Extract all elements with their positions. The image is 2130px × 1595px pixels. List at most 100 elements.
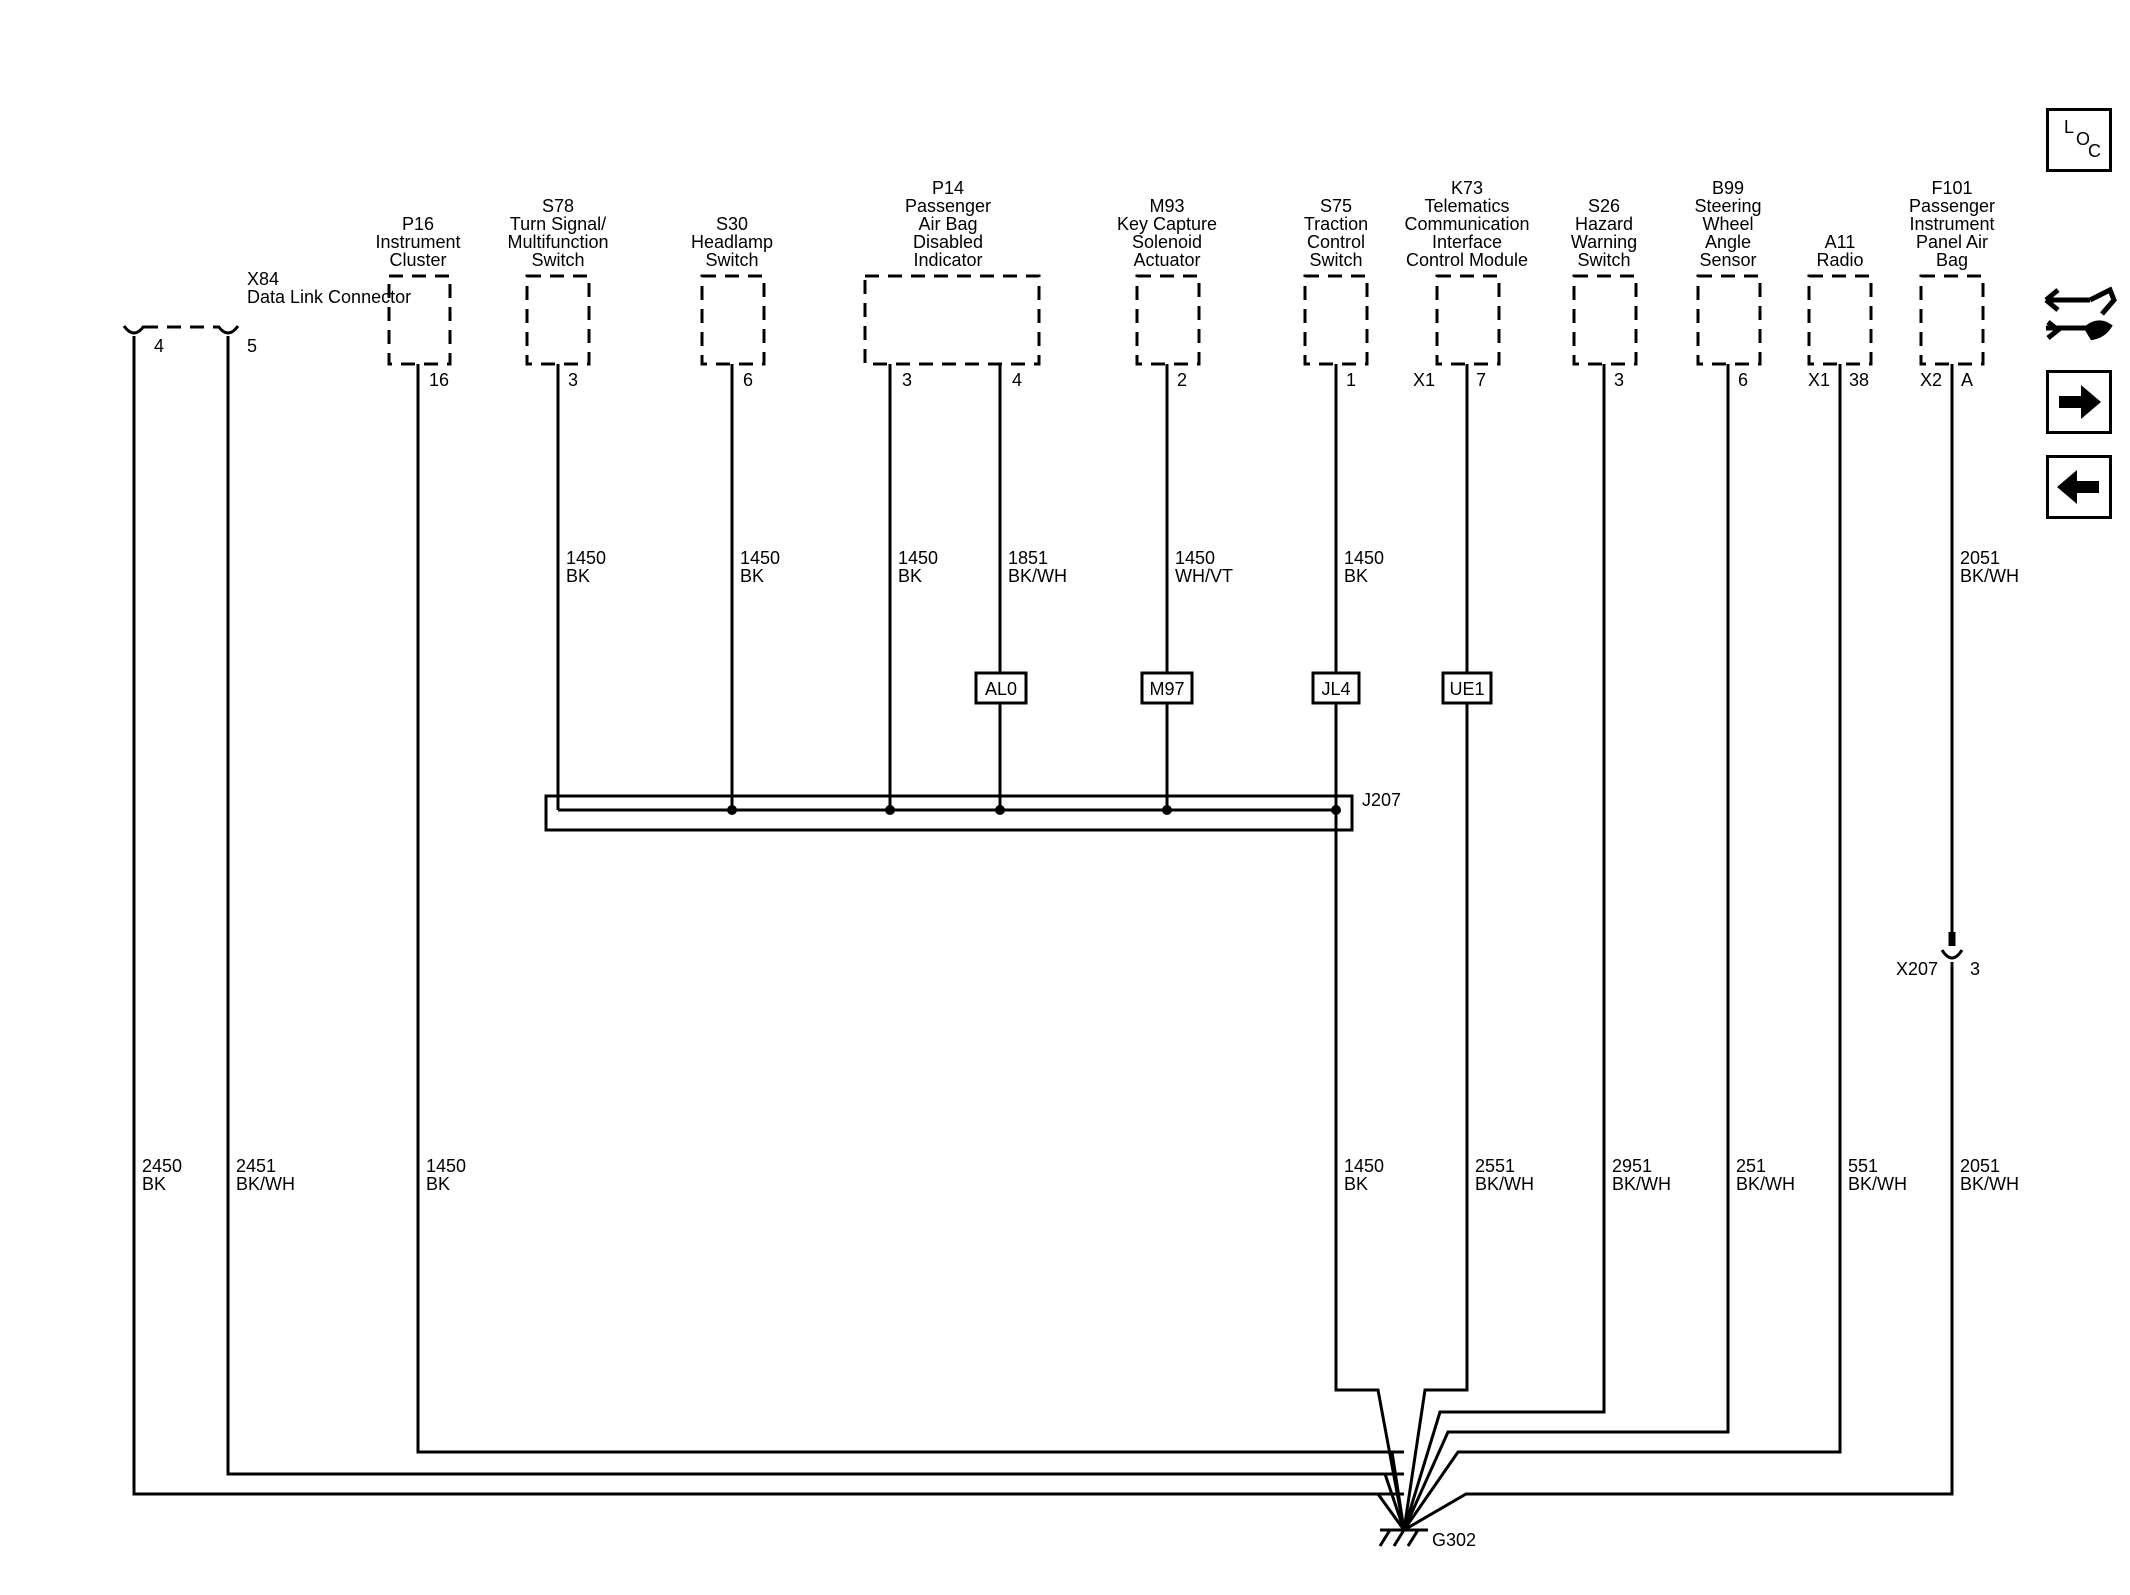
- component-name-line: Steering: [1694, 196, 1761, 216]
- pin-label: X2: [1920, 370, 1942, 390]
- component-name-line: Panel Air: [1916, 232, 1988, 252]
- connector-cup: [122, 325, 146, 335]
- pin-labels: 16 3 6 3 4 2 1 X1 7 3 6 X1 38 X2 A: [429, 370, 1973, 390]
- wire-color: BK: [566, 566, 590, 586]
- component-name-line: Hazard: [1575, 214, 1633, 234]
- wire-color: BK: [426, 1174, 450, 1194]
- connector-label: X207: [1896, 959, 1938, 979]
- component-name-line: Wheel: [1702, 214, 1753, 234]
- wire-labels-lower: 2450 BK 2451 BK/WH 1450 BK 1450 BK 2551 …: [142, 1156, 2019, 1194]
- pin-label: 3: [1614, 370, 1624, 390]
- wire-circuit: 2450: [142, 1156, 182, 1176]
- wire-circuit: 1450: [566, 548, 606, 568]
- splice-box: [544, 794, 1354, 832]
- component-f101[interactable]: F101 Passenger Instrument Panel Air Bag: [1909, 178, 1995, 366]
- component-name-line: Passenger: [1909, 196, 1995, 216]
- component-name-line: Communication: [1404, 214, 1529, 234]
- arrow-right-icon: [2059, 385, 2101, 419]
- component-s75[interactable]: S75 Traction Control Switch: [1303, 196, 1369, 366]
- pin-label: 6: [1738, 370, 1748, 390]
- component-name-line: Key Capture: [1117, 214, 1217, 234]
- component-id: P16: [402, 214, 434, 234]
- component-box: [387, 274, 452, 366]
- component-p16[interactable]: P16 Instrument Cluster: [375, 214, 461, 366]
- component-id: S75: [1320, 196, 1352, 216]
- pin-label: 6: [743, 370, 753, 390]
- inline-connector-x207[interactable]: X207 3: [1896, 932, 1980, 979]
- option-box: [1311, 671, 1361, 705]
- wire-circuit: 2451: [236, 1156, 276, 1176]
- connector-cup: [216, 325, 240, 335]
- component-name-line: Indicator: [913, 250, 982, 270]
- component-id: S30: [716, 214, 748, 234]
- wire-f101-lower: [1403, 976, 1954, 1532]
- component-name-line: Sensor: [1699, 250, 1756, 270]
- pin-label: 3: [568, 370, 578, 390]
- loc-icon: L O C: [2064, 117, 2101, 161]
- pin-label: 2: [1177, 370, 1187, 390]
- ground-label: G302: [1432, 1530, 1476, 1550]
- wire-circuit: 1450: [1175, 548, 1215, 568]
- wire-color: BK/WH: [1848, 1174, 1907, 1194]
- option-label: JL4: [1321, 679, 1350, 699]
- component-box: [1303, 274, 1369, 366]
- loc-letter: L: [2064, 117, 2074, 137]
- component-name-line: Air Bag: [918, 214, 977, 234]
- pin-label: 16: [429, 370, 449, 390]
- option-label: AL0: [985, 679, 1017, 699]
- component-name-line: Instrument: [1909, 214, 1994, 234]
- component-name-line: Bag: [1936, 250, 1968, 270]
- component-name-line: Traction: [1304, 214, 1368, 234]
- component-k73[interactable]: K73 Telematics Communication Interface C…: [1404, 178, 1530, 366]
- wire-color: BK: [142, 1174, 166, 1194]
- component-name-line: Instrument: [375, 232, 460, 252]
- component-s26[interactable]: S26 Hazard Warning Switch: [1571, 196, 1638, 366]
- ground-bundle: [1383, 1473, 1406, 1531]
- wire-b99: [1402, 364, 1730, 1531]
- next-button[interactable]: [2046, 370, 2112, 434]
- component-name-line: Telematics: [1424, 196, 1509, 216]
- component-name-line: Control: [1307, 232, 1365, 252]
- pin-label: 3: [1970, 959, 1980, 979]
- component-id: S78: [542, 196, 574, 216]
- component-id: F101: [1931, 178, 1972, 198]
- component-x84[interactable]: X84 Data Link Connector: [247, 269, 411, 307]
- component-a11[interactable]: A11 Radio: [1807, 232, 1873, 366]
- wire-color: BK/WH: [1736, 1174, 1795, 1194]
- wire-color: BK: [1344, 566, 1368, 586]
- wire-color: BK/WH: [1960, 566, 2019, 586]
- wire-circuit: 1450: [740, 548, 780, 568]
- component-id: X84: [247, 269, 279, 289]
- arrow-left-icon: [2057, 470, 2099, 504]
- component-name-line: Angle: [1705, 232, 1751, 252]
- wire-p16: [416, 364, 1404, 1454]
- wire-circuit: 251: [1736, 1156, 1766, 1176]
- splice-j207[interactable]: J207: [544, 790, 1401, 832]
- ground-g302[interactable]: G302: [1378, 1528, 1476, 1550]
- loc-letter: C: [2088, 141, 2101, 161]
- component-m93[interactable]: M93 Key Capture Solenoid Actuator: [1117, 196, 1217, 366]
- component-box: [700, 274, 766, 366]
- component-s30[interactable]: S30 Headlamp Switch: [691, 214, 773, 366]
- previous-button[interactable]: [2046, 455, 2112, 519]
- component-b99[interactable]: B99 Steering Wheel Angle Sensor: [1694, 178, 1762, 366]
- pin-label: A: [1961, 370, 1973, 390]
- component-name-line: Disabled: [913, 232, 983, 252]
- wrench-icon[interactable]: [2040, 278, 2118, 348]
- component-name-line: Turn Signal/: [510, 214, 606, 234]
- wire-color: BK/WH: [1008, 566, 1067, 586]
- component-box: [1919, 274, 1985, 366]
- component-name-line: Interface: [1432, 232, 1502, 252]
- option-label: M97: [1149, 679, 1184, 699]
- location-button[interactable]: L O C: [2046, 108, 2112, 172]
- component-id: A11: [1825, 232, 1856, 252]
- component-p14[interactable]: P14 Passenger Air Bag Disabled Indicator: [863, 178, 1041, 366]
- wire-circuit: 1851: [1008, 548, 1048, 568]
- wire-circuit: 1450: [1344, 548, 1384, 568]
- pin-label: X1: [1808, 370, 1830, 390]
- wire-s26: [1402, 364, 1606, 1531]
- component-s78[interactable]: S78 Turn Signal/ Multifunction Switch: [507, 196, 609, 366]
- wire-color: BK: [1344, 1174, 1368, 1194]
- component-name-line: Switch: [531, 250, 584, 270]
